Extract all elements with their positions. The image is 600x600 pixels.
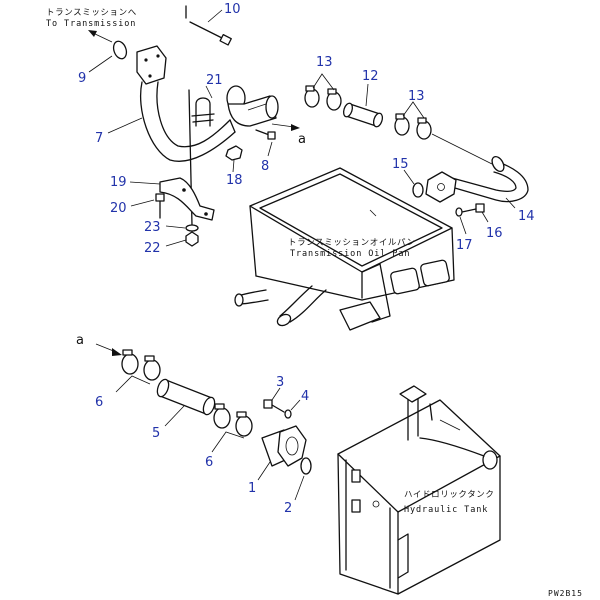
transmission-oil-pan	[234, 167, 455, 331]
callout-6-lower: 6	[205, 455, 213, 470]
oil-pan-en-label: Transmission Oil Pan	[290, 249, 410, 259]
hose-5	[156, 378, 216, 416]
clamp-13-right	[394, 113, 432, 140]
washer-17	[455, 207, 463, 217]
clamp-6-lower	[213, 403, 253, 437]
callout-17: 17	[456, 238, 473, 253]
hydraulic-tank	[337, 385, 501, 595]
suction-pipe-7	[136, 45, 236, 162]
hydraulic-tank-en-label: Hydraulic Tank	[404, 505, 488, 515]
bolt-16	[461, 203, 485, 213]
nut-22	[185, 231, 199, 247]
callout-19: 19	[110, 175, 127, 190]
o-ring-9	[112, 40, 128, 60]
callout-8: 8	[261, 159, 269, 174]
bolt-10	[185, 5, 232, 46]
washer-4	[284, 409, 292, 419]
callout-21: 21	[206, 73, 223, 88]
callout-9: 9	[78, 71, 86, 86]
callout-4: 4	[301, 389, 309, 404]
callout-18: 18	[226, 173, 243, 188]
oil-pan-jp-label: トランスミッションオイルパン	[288, 238, 416, 248]
callout-14: 14	[518, 209, 535, 224]
clamp-6-upper	[121, 349, 161, 381]
callout-23: 23	[144, 220, 161, 235]
clamp-19	[159, 177, 215, 221]
elbow-fitting	[226, 85, 279, 127]
callout-5: 5	[152, 426, 160, 441]
callout-13-right: 13	[408, 89, 425, 104]
hose-12	[342, 102, 384, 128]
clamp-13-left	[304, 85, 342, 111]
o-ring-2	[300, 457, 312, 475]
pipe-14	[425, 133, 529, 203]
bolt-20	[155, 193, 165, 219]
hydraulic-tank-jp-label: ハイドロリックタンク	[404, 490, 495, 500]
callout-15: 15	[392, 157, 409, 172]
callout-7: 7	[95, 131, 103, 146]
o-ring-15	[412, 182, 424, 198]
to-transmission-arrow	[88, 30, 113, 43]
callout-2: 2	[284, 501, 292, 516]
callout-6-upper: 6	[95, 395, 103, 410]
ref-a-top: a	[298, 132, 306, 147]
callout-13-left: 13	[316, 55, 333, 70]
callout-10: 10	[224, 2, 241, 17]
callout-20: 20	[110, 201, 127, 216]
bolt-3	[263, 399, 285, 413]
nut-18	[225, 145, 243, 161]
flange-fitting-1	[261, 425, 307, 467]
clip-21	[191, 97, 215, 127]
to-transmission-en-label: To Transmission	[46, 19, 136, 29]
callout-1: 1	[248, 481, 256, 496]
ref-a-bottom: a	[76, 333, 84, 348]
washer-23	[185, 224, 199, 232]
to-transmission-jp-label: トランスミッションへ	[46, 8, 137, 18]
callout-3: 3	[276, 375, 284, 390]
callout-12: 12	[362, 69, 379, 84]
drawing-code: PW2B15	[548, 589, 583, 598]
callout-22: 22	[144, 241, 161, 256]
bolt-8	[255, 129, 276, 140]
callout-16: 16	[486, 226, 503, 241]
